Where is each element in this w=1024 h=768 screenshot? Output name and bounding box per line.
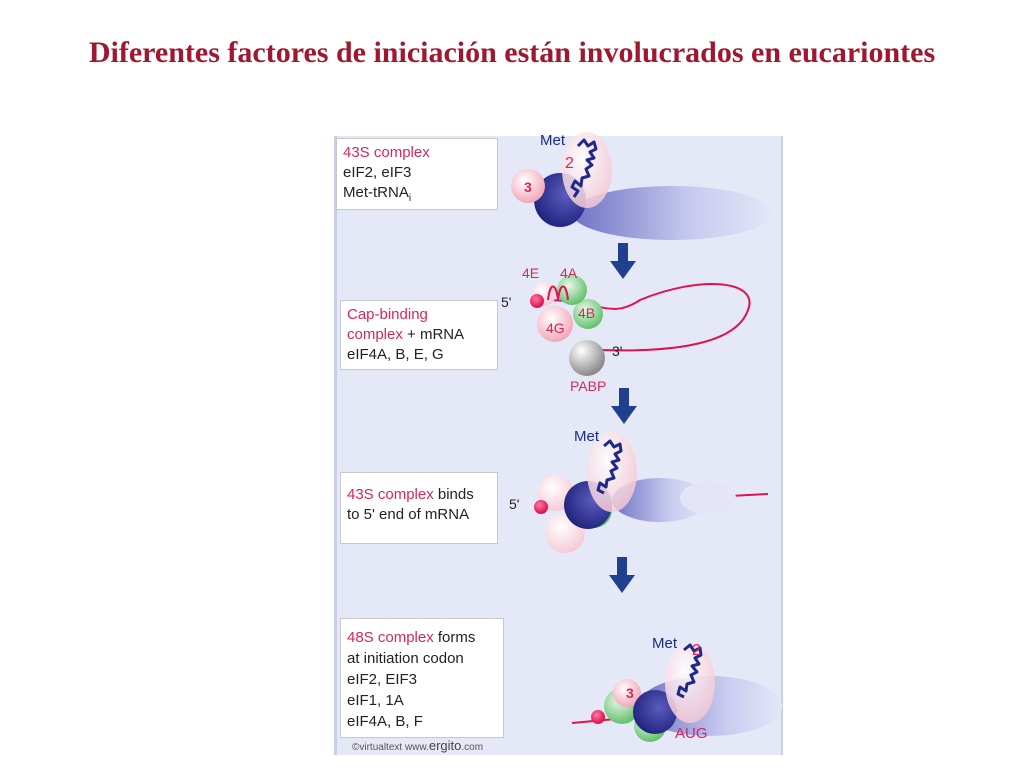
step-2-header: Cap-binding [347, 306, 428, 323]
mrna-strand [544, 283, 751, 352]
five-prime-label-2: 5' [501, 294, 511, 310]
mrna-loop [547, 285, 569, 301]
step-4-line-4: eIF4A, B, F [347, 713, 423, 730]
step-1-subscript: i [408, 193, 412, 204]
eif4b-circle [573, 299, 603, 329]
ribosome-48s [571, 643, 782, 742]
step-1-header: 43S complex [343, 144, 430, 161]
three-prime-label: 3' [612, 343, 622, 359]
met-trna-squiggle [570, 138, 598, 198]
step-4-header: 48S complex [347, 629, 434, 646]
ribosome-43s-bound [534, 432, 769, 553]
step-4-line-3: eIF1, 1A [347, 692, 404, 709]
step-3-header: 43S complex [347, 486, 434, 503]
step-1-line-2: Met-tRNA [343, 184, 409, 201]
eif4a-label: 4A [560, 265, 578, 281]
footer-credit: ©virtualtext www.ergito.com [352, 738, 483, 753]
cap-dot [530, 294, 544, 308]
cap-dot [591, 710, 605, 724]
eif4g-circle [537, 306, 573, 342]
eif3-circle [613, 679, 641, 707]
down-arrow-icon [609, 557, 635, 593]
down-arrow-icon [610, 243, 636, 279]
step-43s-binds-box: 43S complex binds to 5' end of mRNA [340, 472, 498, 544]
eif2-label-4: 2 [692, 642, 701, 659]
pabp-circle [569, 340, 605, 376]
eif2-label-1: 2 [565, 155, 574, 172]
footer-suffix: .com [461, 742, 484, 753]
eif3-circle [511, 169, 545, 203]
met-trna-squiggle [676, 643, 703, 699]
large-subunit-tail [680, 482, 736, 514]
eif4e-label: 4E [522, 265, 539, 281]
footer-prefix: ©virtualtext www. [352, 742, 429, 753]
step-43s-complex-box: 43S complex eIF2, eIF3 Met-tRNAi [336, 138, 498, 210]
pabp-label: PABP [570, 378, 606, 394]
step-4-line-1: at initiation codon [347, 650, 464, 667]
step-cap-binding-box: Cap-binding complex + mRNA eIF4A, B, E, … [340, 300, 498, 370]
step-2-header-2: complex [347, 326, 403, 343]
five-prime-label-3: 5' [509, 496, 519, 512]
large-subunit-shape [612, 478, 708, 522]
met-label-3: Met [574, 428, 600, 445]
met-label-1: Met [540, 132, 566, 149]
step-4-line-2: eIF2, EIF3 [347, 671, 418, 688]
aug-label: AUG [675, 725, 708, 742]
met-label-4: Met [652, 635, 678, 652]
step-48s-complex-box: 48S complex forms at initiation codon eI… [340, 618, 504, 738]
step-3-header-rest: binds [433, 486, 474, 503]
down-arrow-icon [611, 388, 637, 424]
cap-binding-complex [530, 275, 751, 376]
cap-dot [534, 500, 548, 514]
eif4b-label: 4B [578, 305, 595, 321]
eif3-label-4: 3 [626, 685, 634, 701]
eif3-label-1: 3 [524, 179, 532, 195]
step-4-header-rest: forms [433, 629, 476, 646]
page-title: Diferentes factores de iniciación están … [88, 36, 936, 69]
ribosome-43s-1 [511, 132, 772, 240]
large-subunit-shape [572, 186, 772, 240]
step-3-line-1: to 5' end of mRNA [347, 506, 470, 523]
step-2-line-1: eIF4A, B, E, G [347, 346, 444, 363]
met-trna-squiggle [596, 439, 623, 495]
small-subunit-shape [633, 690, 677, 734]
step-2-header-2-rest: + mRNA [402, 326, 465, 343]
footer-brand: ergito [428, 738, 462, 753]
step-1-line-1: eIF2, eIF3 [343, 164, 412, 181]
eif4g-label: 4G [546, 320, 565, 336]
eif4a-circle [557, 275, 587, 305]
